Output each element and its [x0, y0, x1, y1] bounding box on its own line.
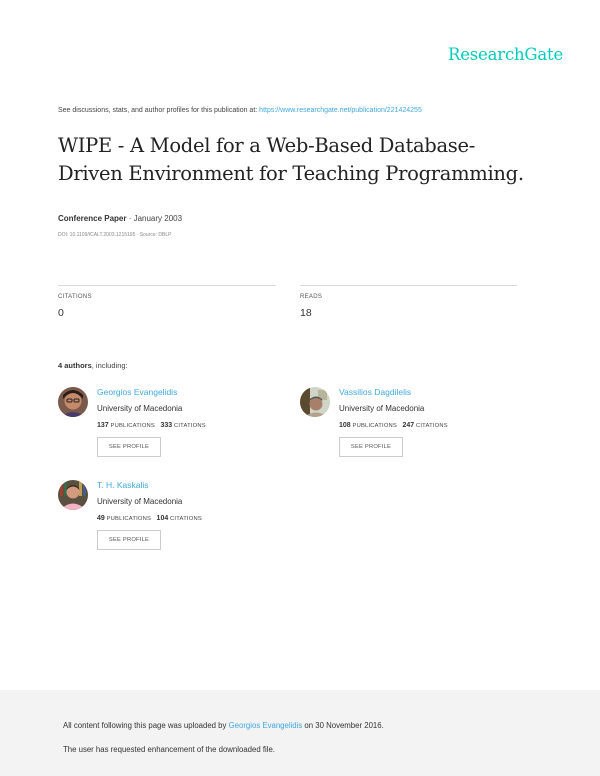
- avatar[interactable]: [58, 387, 88, 417]
- author-card: Vassilios Dagdilelis University of Maced…: [300, 387, 520, 467]
- upload-notice: All content following this page was uplo…: [63, 721, 384, 730]
- citations-label: CITATIONS: [168, 516, 202, 522]
- citations-count: 104: [156, 515, 169, 522]
- see-profile-button[interactable]: SEE PROFILE: [97, 530, 161, 550]
- author-card: T. H. Kaskalis University of Macedonia 4…: [58, 480, 278, 560]
- discussion-notice-text: See discussions, stats, and author profi…: [58, 107, 260, 114]
- author-institution: University of Macedonia: [97, 404, 183, 413]
- author-name[interactable]: Vassilios Dagdilelis: [339, 387, 412, 397]
- see-profile-button[interactable]: SEE PROFILE: [97, 437, 161, 457]
- author-name[interactable]: Georgios Evangelidis: [97, 387, 178, 397]
- upload-footer: All content following this page was uplo…: [0, 690, 600, 776]
- publication-type: Conference Paper · January 2003: [58, 214, 182, 223]
- authors-heading: 4 authors, including:: [58, 361, 128, 370]
- title-line-2: Driven Environment for Teaching Programm…: [58, 162, 524, 185]
- discussion-notice: See discussions, stats, and author profi…: [58, 107, 422, 114]
- upload-notice-prefix: All content following this page was uplo…: [63, 721, 229, 730]
- citations-value: 0: [58, 307, 64, 319]
- author-metrics: 108 PUBLICATIONS 247 CITATIONS: [339, 422, 448, 429]
- authors-count: 4 authors: [58, 361, 92, 370]
- title-line-1: WIPE - A Model for a Web-Based Database-: [58, 134, 476, 157]
- avatar-photo-icon: [58, 480, 88, 510]
- publication-date: · January 2003: [126, 214, 183, 223]
- enhancement-notice: The user has requested enhancement of th…: [63, 745, 275, 754]
- author-metrics: 137 PUBLICATIONS 333 CITATIONS: [97, 422, 206, 429]
- see-profile-button[interactable]: SEE PROFILE: [339, 437, 403, 457]
- publication-title: WIPE - A Model for a Web-Based Database-…: [58, 132, 558, 188]
- upload-notice-suffix: on 30 November 2016.: [302, 721, 384, 730]
- divider-reads: [300, 285, 517, 286]
- author-card: Georgios Evangelidis University of Maced…: [58, 387, 278, 467]
- avatar[interactable]: [58, 480, 88, 510]
- divider-citations: [58, 285, 276, 286]
- avatar-photo-icon: [58, 387, 88, 417]
- doi-source: DOI: 10.1109/ICALT.2003.1215195 · Source…: [58, 232, 172, 238]
- author-institution: University of Macedonia: [339, 404, 425, 413]
- reads-label: READS: [300, 294, 323, 300]
- publication-link[interactable]: https://www.researchgate.net/publication…: [259, 107, 422, 114]
- authors-suffix: , including:: [91, 361, 128, 370]
- avatar-photo-icon: [300, 387, 330, 417]
- publications-label: PUBLICATIONS: [108, 423, 155, 429]
- reads-value: 18: [300, 307, 312, 319]
- author-metrics: 49 PUBLICATIONS 104 CITATIONS: [97, 515, 202, 522]
- citations-label: CITATIONS: [58, 294, 92, 300]
- publications-count: 137: [97, 422, 109, 429]
- publications-count: 108: [339, 422, 351, 429]
- citations-count: 333: [160, 422, 173, 429]
- publications-label: PUBLICATIONS: [350, 423, 397, 429]
- researchgate-logo[interactable]: ResearchGate: [448, 45, 564, 64]
- avatar[interactable]: [300, 387, 330, 417]
- citations-label: CITATIONS: [172, 423, 206, 429]
- author-name[interactable]: T. H. Kaskalis: [97, 480, 149, 490]
- publications-count: 49: [97, 515, 105, 522]
- citations-label: CITATIONS: [414, 423, 448, 429]
- citations-count: 247: [402, 422, 415, 429]
- author-institution: University of Macedonia: [97, 497, 183, 506]
- publications-label: PUBLICATIONS: [104, 516, 152, 522]
- uploader-link[interactable]: Georgios Evangelidis: [228, 721, 303, 730]
- publication-type-label: Conference Paper: [58, 214, 127, 223]
